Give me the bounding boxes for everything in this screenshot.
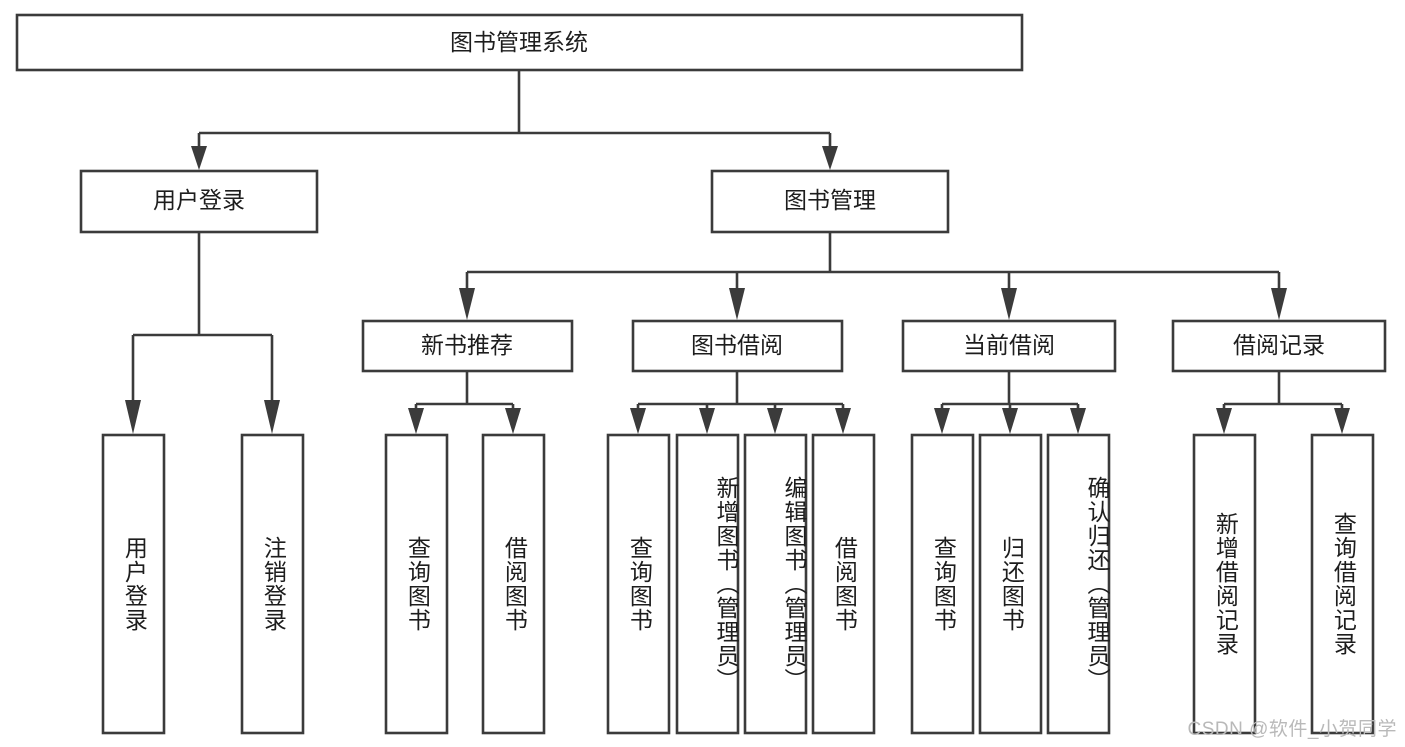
node-label-user-login: 用户登录 bbox=[153, 187, 245, 213]
arrow-head-leaf-confirm-return bbox=[1070, 408, 1086, 434]
leaf-label-borrow-book-recommend: 借阅图书 bbox=[501, 536, 528, 632]
node-box-borrow-record[interactable] bbox=[1171, 319, 1387, 373]
node-label-new-book-recommend: 新书推荐 bbox=[421, 332, 513, 358]
node-label-current-borrow: 当前借阅 bbox=[963, 332, 1055, 358]
arrow-head-user-login bbox=[191, 146, 207, 170]
arrow-head-leaf-logout bbox=[264, 400, 280, 434]
node-box-leaf-query-book-2[interactable] bbox=[606, 433, 671, 735]
node-label-book-manage: 图书管理 bbox=[784, 187, 876, 213]
node-box-leaf-query-book-3[interactable] bbox=[910, 433, 975, 735]
node-box-new-book-recommend[interactable] bbox=[361, 319, 574, 373]
arrow-head-new-book-recommend bbox=[459, 288, 475, 320]
leaf-label-user-login: 用户登录 bbox=[121, 536, 148, 632]
node-box-leaf-add-book[interactable] bbox=[675, 433, 740, 735]
node-box-leaf-user-login[interactable] bbox=[101, 433, 166, 735]
arrow-head-leaf-user-login bbox=[125, 400, 141, 434]
arrow-head-leaf-borrow-book-1 bbox=[505, 408, 521, 434]
arrow-head-leaf-query-book-3 bbox=[934, 408, 950, 434]
node-box-user-login[interactable] bbox=[79, 169, 319, 234]
leaf-label-return-book: 归还图书 bbox=[998, 536, 1025, 632]
arrow-head-current-borrow bbox=[1001, 288, 1017, 320]
leaf-label-confirm-return: 确认归还（管理员） bbox=[1084, 476, 1110, 692]
node-box-leaf-return-book[interactable] bbox=[978, 433, 1043, 735]
node-box-current-borrow[interactable] bbox=[901, 319, 1117, 373]
leaf-label-add-record: 新增借阅记录 bbox=[1212, 512, 1239, 656]
node-box-leaf-query-book-1[interactable] bbox=[384, 433, 449, 735]
node-box-leaf-borrow-book-1[interactable] bbox=[481, 433, 546, 735]
node-box-leaf-confirm-return[interactable] bbox=[1046, 433, 1111, 735]
leaf-label-query-book-current: 查询图书 bbox=[930, 536, 957, 632]
arrow-head-leaf-query-record bbox=[1334, 408, 1350, 434]
arrow-head-leaf-return-book bbox=[1002, 408, 1018, 434]
leaf-label-borrow-book-borrow: 借阅图书 bbox=[831, 536, 858, 632]
node-layer: 图书管理系统 用户登录 图书管理 新书推荐 图书借阅 当前借阅 借阅记录 bbox=[15, 13, 1387, 735]
node-box-book-borrow[interactable] bbox=[631, 319, 844, 373]
leaf-label-query-record: 查询借阅记录 bbox=[1330, 512, 1357, 656]
arrow-head-book-borrow bbox=[729, 288, 745, 320]
arrow-head-leaf-edit-book bbox=[767, 408, 783, 434]
leaf-label-query-book-borrow: 查询图书 bbox=[626, 536, 653, 632]
node-label-root: 图书管理系统 bbox=[450, 29, 588, 55]
node-box-leaf-edit-book[interactable] bbox=[743, 433, 808, 735]
watermark-text: CSDN @软件_小贺同学 bbox=[1187, 719, 1397, 740]
node-box-leaf-logout[interactable] bbox=[240, 433, 305, 735]
leaf-label-logout: 注销登录 bbox=[260, 536, 287, 632]
connector-layer bbox=[125, 70, 1350, 434]
node-label-borrow-record: 借阅记录 bbox=[1233, 332, 1325, 358]
arrow-head-borrow-record bbox=[1271, 288, 1287, 320]
node-label-book-borrow: 图书借阅 bbox=[691, 332, 783, 358]
node-box-leaf-query-record[interactable] bbox=[1310, 433, 1375, 735]
leaf-label-edit-book: 编辑图书（管理员） bbox=[781, 476, 807, 692]
arrow-head-leaf-query-book-2 bbox=[630, 408, 646, 434]
arrow-head-leaf-add-book bbox=[699, 408, 715, 434]
node-box-root[interactable] bbox=[15, 13, 1024, 72]
node-box-leaf-borrow-book-2[interactable] bbox=[811, 433, 876, 735]
arrow-head-leaf-add-record bbox=[1216, 408, 1232, 434]
arrow-head-leaf-borrow-book-2 bbox=[835, 408, 851, 434]
node-box-book-manage[interactable] bbox=[710, 169, 950, 234]
node-box-leaf-add-record[interactable] bbox=[1192, 433, 1257, 735]
leaf-label-add-book: 新增图书（管理员） bbox=[713, 476, 739, 692]
leaf-label-query-book-recommend: 查询图书 bbox=[404, 536, 431, 632]
arrow-head-leaf-query-book-1 bbox=[408, 408, 424, 434]
arrow-head-book-manage bbox=[822, 146, 838, 170]
